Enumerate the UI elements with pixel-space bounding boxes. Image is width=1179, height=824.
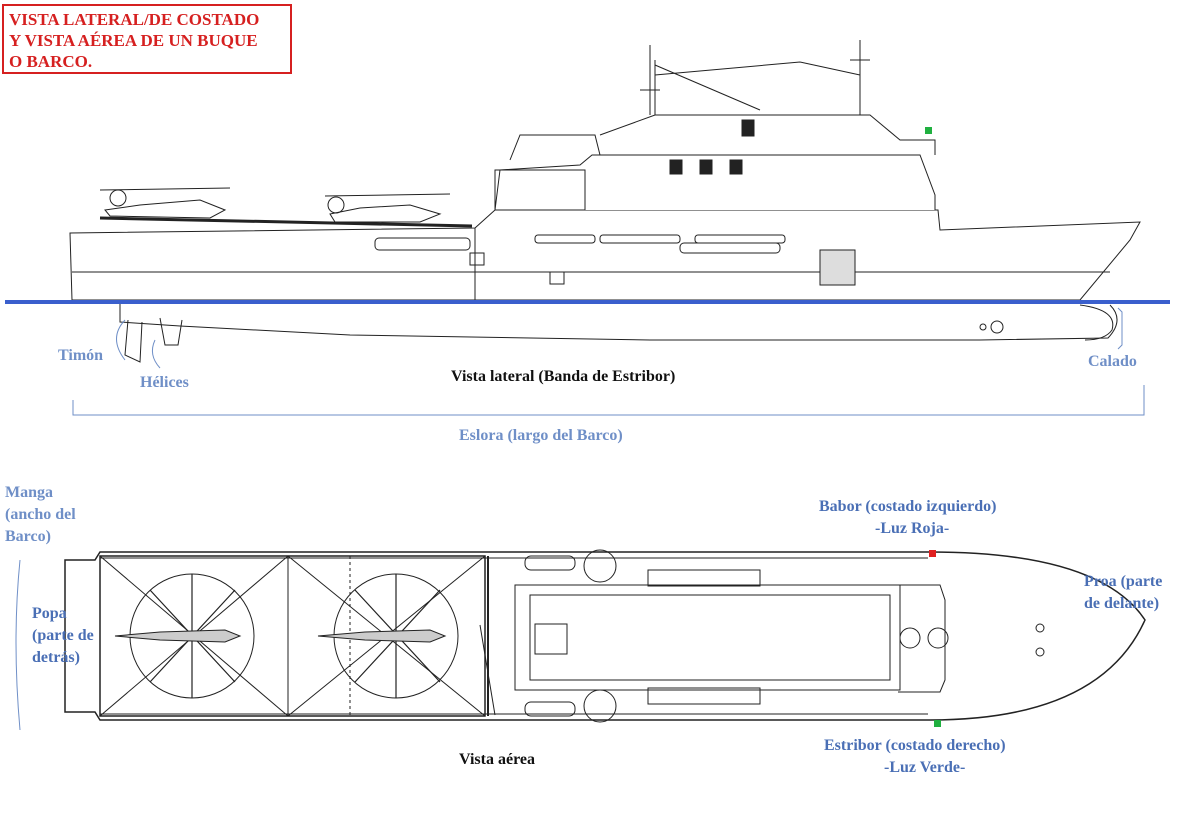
beam-label-3: Barco) [5, 528, 51, 545]
length-label: Eslora (largo del Barco) [459, 427, 623, 444]
stern-label-2: (parte de [32, 627, 94, 644]
dimension-lines [15, 307, 1145, 731]
rudder-label: Timón [58, 347, 104, 364]
bow-label-1: Proa (parte [1084, 573, 1163, 590]
port-label-2: -Luz Roja- [875, 520, 950, 537]
bow-label-2: de delante) [1084, 595, 1160, 612]
draft-label: Calado [1088, 353, 1137, 370]
stern-label-3: detrás) [32, 649, 80, 666]
title-line-1: VISTA LATERAL/DE COSTADO [9, 10, 260, 29]
port-light [929, 550, 936, 557]
beam-label-2: (ancho del [5, 506, 76, 523]
side-helicopter-fore [324, 193, 451, 223]
side-view-caption: Vista lateral (Banda de Estribor) [451, 368, 676, 385]
top-view-caption: Vista aérea [459, 751, 535, 768]
stern-label-1: Popa [32, 605, 67, 622]
port-label-1: Babor (costado izquierdo) [819, 498, 997, 515]
side-helicopter-aft [99, 187, 231, 219]
starboard-label-2: -Luz Verde- [884, 759, 966, 776]
beam-label-1: Manga [5, 484, 53, 501]
side-view-hull [69, 40, 1141, 363]
starboard-label-1: Estribor (costado derecho) [824, 737, 1006, 754]
title-line-3: O BARCO. [9, 52, 93, 71]
propellers-label: Hélices [140, 374, 189, 391]
starboard-light [934, 720, 941, 727]
title-box: VISTA LATERAL/DE COSTADO Y VISTA AÉREA D… [2, 4, 292, 74]
top-view-hull [64, 549, 1146, 723]
title-line-2: Y VISTA AÉREA DE UN BUQUE [9, 31, 258, 50]
mast-light [925, 127, 932, 134]
